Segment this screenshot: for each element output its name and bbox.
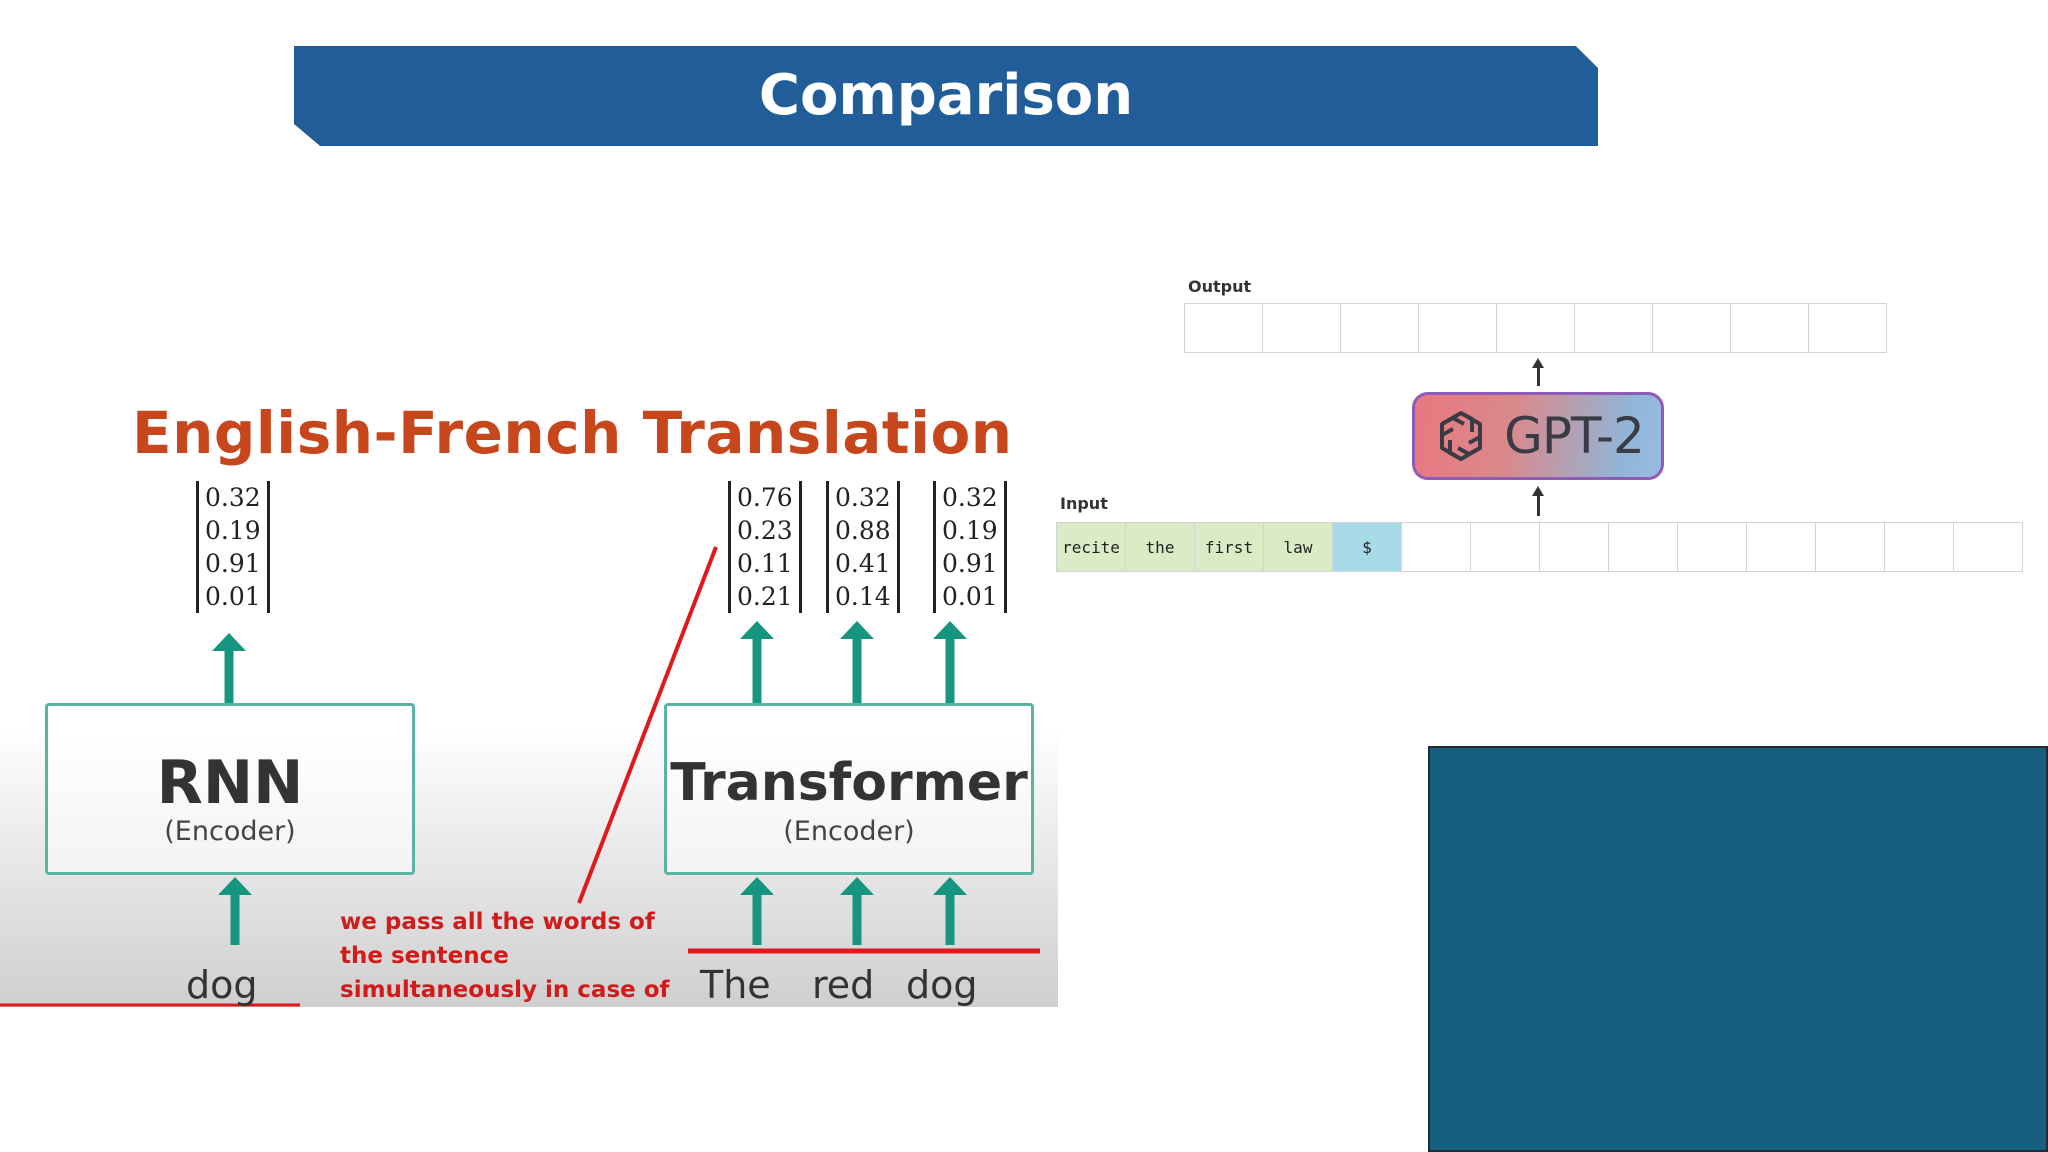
rnn-encoder-box: RNN (Encoder): [45, 703, 415, 875]
vector-value: 0.01: [205, 582, 261, 611]
model-name: GPT-2: [1504, 407, 1645, 465]
transformer-encoder-label: (Encoder): [783, 816, 915, 847]
output-cell: [1730, 303, 1809, 353]
input-cells: recite the first law $: [1056, 522, 2023, 572]
transformer-label: Transformer: [670, 753, 1028, 813]
transformer-input-arrow-3: [933, 877, 967, 945]
transformer-input-arrow-2: [840, 877, 874, 945]
rnn-input-word: dog: [186, 963, 258, 1007]
input-to-model-arrow: [1532, 486, 1544, 516]
output-cell: [1340, 303, 1419, 353]
rnn-output-arrow: [212, 633, 246, 703]
input-empty-cell: [1953, 522, 2023, 572]
vector-value: 0.23: [737, 516, 793, 545]
output-label: Output: [1188, 277, 1252, 296]
input-empty-cell: [1470, 522, 1540, 572]
output-cell: [1184, 303, 1263, 353]
video-placeholder-box: [1428, 746, 2048, 1152]
input-empty-cell: [1539, 522, 1609, 572]
diagram-arrows-layer: [0, 546, 1040, 1007]
gpt2-model-box: GPT-2: [1412, 392, 1664, 480]
vector-value: 0.32: [205, 483, 261, 512]
transformer-output-vector-1: 0.76 0.23 0.11 0.21: [728, 481, 802, 613]
openai-logo-icon: [1440, 411, 1483, 461]
slide-title: Comparison: [758, 63, 1134, 128]
input-token-cell: law: [1263, 522, 1333, 572]
annotation-text: we pass all the words of the sentence si…: [340, 909, 670, 1003]
output-cell: [1652, 303, 1731, 353]
output-cells: [1184, 303, 1887, 353]
vector-value: 0.88: [835, 516, 891, 545]
vector-value: 0.91: [205, 549, 261, 578]
active-token-cell: $: [1332, 522, 1402, 572]
input-empty-cell: [1677, 522, 1747, 572]
translation-heading: English-French Translation: [132, 399, 1013, 467]
input-label: Input: [1060, 494, 1108, 513]
transformer-output-arrow-1: [740, 621, 774, 703]
vector-value: 0.32: [835, 483, 891, 512]
output-cell: [1496, 303, 1575, 353]
vector-value: 0.11: [737, 549, 793, 578]
vector-value: 0.76: [737, 483, 793, 512]
vector-value: 0.19: [205, 516, 261, 545]
input-empty-cell: [1815, 522, 1885, 572]
annotation-pointer-line: [577, 546, 718, 904]
translation-diagram: English-French Translation 0.32 0.19 0.9…: [0, 385, 1058, 1007]
rnn-input-arrow: [218, 877, 252, 945]
transformer-output-arrow-2: [840, 621, 874, 703]
transformer-input-word-3: dog: [906, 963, 978, 1007]
output-cell: [1808, 303, 1887, 353]
model-to-output-arrow: [1532, 358, 1544, 386]
output-cell: [1418, 303, 1497, 353]
transformer-input-word-1: The: [700, 963, 771, 1007]
input-token-cell: first: [1194, 522, 1264, 572]
vector-value: 0.14: [835, 582, 891, 611]
input-empty-cell: [1608, 522, 1678, 572]
transformer-output-vector-3: 0.32 0.19 0.91 0.01: [933, 481, 1007, 613]
output-cell: [1574, 303, 1653, 353]
rnn-label: RNN: [156, 748, 304, 818]
input-empty-cell: [1746, 522, 1816, 572]
rnn-encoder-label: (Encoder): [164, 816, 296, 847]
vector-value: 0.19: [942, 516, 998, 545]
output-cell: [1262, 303, 1341, 353]
transformer-output-vector-2: 0.32 0.88 0.41 0.14: [826, 481, 900, 613]
vector-value: 0.32: [942, 483, 998, 512]
transformer-output-arrow-3: [933, 621, 967, 703]
title-banner: [294, 46, 1598, 146]
transformer-encoder-box: Transformer (Encoder): [664, 703, 1034, 875]
input-token-cell: recite: [1056, 522, 1126, 572]
input-token-cell: the: [1125, 522, 1195, 572]
input-empty-cell: [1401, 522, 1471, 572]
rnn-output-vector: 0.32 0.19 0.91 0.01: [196, 481, 270, 613]
vector-value: 0.01: [942, 582, 998, 611]
vector-value: 0.91: [942, 549, 998, 578]
transformer-input-arrow-1: [740, 877, 774, 945]
transformer-input-word-2: red: [812, 963, 875, 1007]
vector-value: 0.41: [835, 549, 891, 578]
input-empty-cell: [1884, 522, 1954, 572]
vector-value: 0.21: [737, 582, 793, 611]
